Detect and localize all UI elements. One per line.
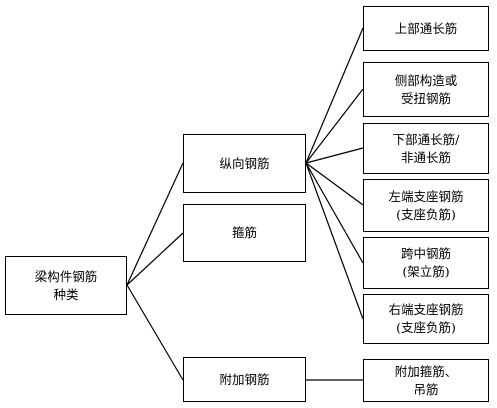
node-label: 侧部构造或 受扭钢筋 [394, 72, 458, 106]
node-label: 梁构件钢筋 种类 [34, 268, 98, 302]
node-longitudinal-rebar: 纵向钢筋 [183, 134, 306, 193]
edge-root-additional [126, 284, 184, 381]
node-top-continuous-bar: 上部通长筋 [363, 6, 489, 51]
node-additional-rebar: 附加钢筋 [183, 357, 306, 402]
edge-long-l4 [305, 162, 364, 206]
node-right-support-bar: 右端支座钢筋 (支座负筋) [363, 294, 489, 344]
node-label: 下部通长筋/ 非通长筋 [392, 131, 460, 165]
node-bottom-bar: 下部通长筋/ 非通长筋 [363, 123, 489, 174]
edge-root-longitudinal [126, 162, 184, 286]
edge-root-stirrup [126, 232, 184, 286]
node-label: 跨中钢筋 (架立筋) [400, 246, 451, 279]
node-label: 上部通长筋 [394, 20, 458, 36]
node-label: 左端支座钢筋 (支座负筋) [388, 188, 464, 222]
edge-long-l2 [305, 88, 364, 164]
node-side-torsion-bar: 侧部构造或 受扭钢筋 [363, 62, 489, 117]
node-midspan-bar: 跨中钢筋 (架立筋) [363, 237, 489, 289]
edge-long-l1 [305, 27, 364, 164]
node-label: 右端支座钢筋 (支座负筋) [388, 302, 464, 335]
node-label: 附加钢筋 [219, 371, 270, 387]
node-stirrup: 箍筋 [183, 204, 306, 262]
node-beam-rebar-types: 梁构件钢筋 种类 [5, 256, 127, 315]
node-label: 附加箍筋、 吊筋 [394, 363, 458, 397]
edge-long-l6 [305, 162, 364, 320]
node-label: 纵向钢筋 [219, 155, 270, 171]
node-additional-stirrup-hanger: 附加箍筋、 吊筋 [363, 359, 489, 402]
node-label: 箍筋 [231, 225, 257, 240]
edge-long-l5 [305, 162, 364, 264]
edge-long-l3 [305, 147, 364, 164]
node-left-support-bar: 左端支座钢筋 (支座负筋) [363, 179, 489, 232]
